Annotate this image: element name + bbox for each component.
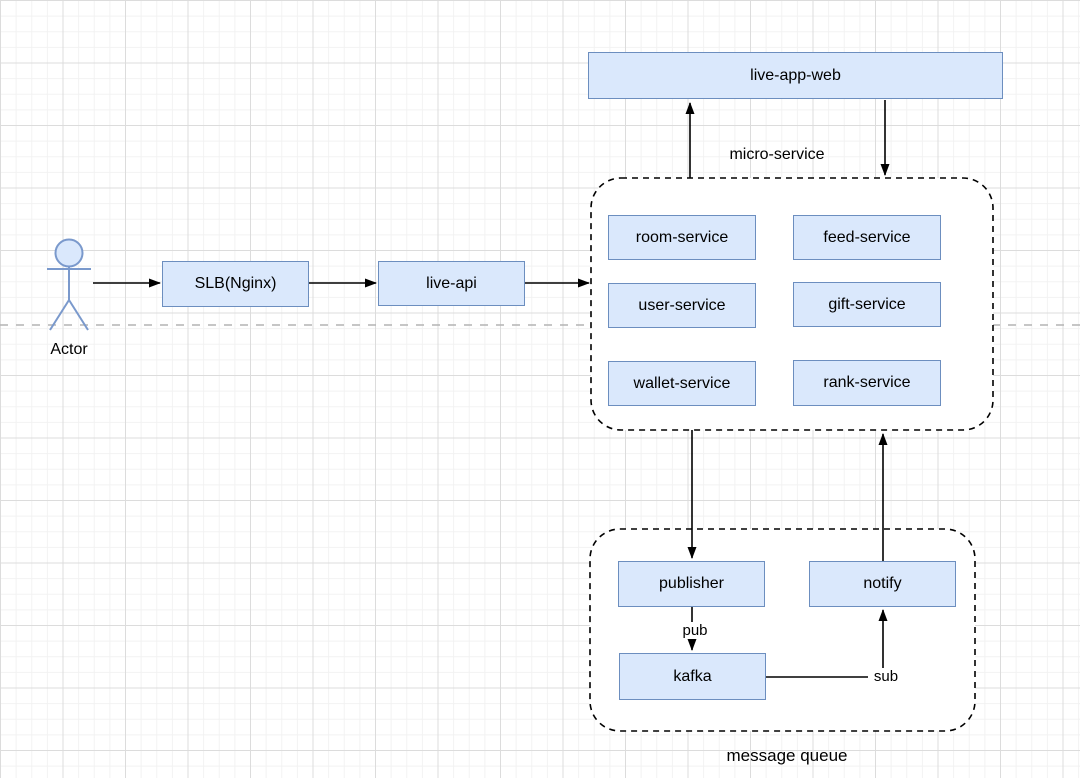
- node-feed-service[interactable]: feed-service: [793, 215, 941, 260]
- node-live-api[interactable]: live-api: [378, 261, 525, 306]
- node-kafka[interactable]: kafka: [619, 653, 766, 700]
- node-publisher[interactable]: publisher: [618, 561, 765, 607]
- pub-edge-label: pub: [678, 622, 712, 639]
- node-gift-service[interactable]: gift-service: [793, 282, 941, 327]
- actor-right-leg: [68, 299, 89, 331]
- node-live-app-web[interactable]: live-app-web: [588, 52, 1003, 99]
- arrow-kafka-to-notify[interactable]: [766, 609, 888, 678]
- actor-label: Actor: [50, 341, 88, 358]
- node-user-service[interactable]: user-service: [608, 283, 756, 328]
- sub-edge-label: sub: [868, 668, 904, 685]
- node-rank-service[interactable]: rank-service: [793, 360, 941, 406]
- node-slb-nginx[interactable]: SLB(Nginx): [162, 261, 309, 307]
- actor-head: [54, 238, 84, 268]
- actor-left-leg: [49, 299, 70, 331]
- message-queue-label: message queue: [726, 746, 848, 765]
- actor-figure[interactable]: [47, 238, 91, 331]
- micro-service-label: micro-service: [729, 146, 825, 163]
- node-notify[interactable]: notify: [809, 561, 956, 607]
- node-room-service[interactable]: room-service: [608, 215, 756, 260]
- node-wallet-service[interactable]: wallet-service: [608, 361, 756, 406]
